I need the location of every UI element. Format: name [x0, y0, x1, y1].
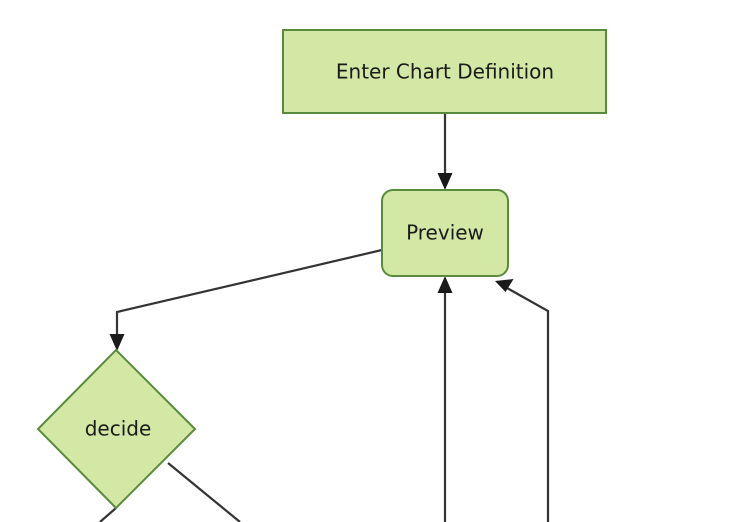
- node-preview[interactable]: Preview: [381, 189, 509, 277]
- edge-bottom-center-to-preview: [437, 276, 453, 522]
- enter-chart-definition-shape[interactable]: [282, 29, 607, 114]
- edge-enter-to-preview: [437, 113, 453, 190]
- node-enter-chart-definition[interactable]: Enter Chart Definition: [282, 29, 607, 114]
- enter-chart-definition-label: Enter Chart Definition: [336, 60, 554, 84]
- decide-shape[interactable]: [36, 348, 197, 510]
- decide-label: decide: [85, 417, 152, 441]
- edge-bottom-right-to-preview: [495, 279, 550, 522]
- edge-decide-right-out: [167, 462, 241, 522]
- node-decide[interactable]: decide: [36, 348, 197, 510]
- preview-shape[interactable]: [381, 189, 509, 277]
- edge-decide-bottom-out: [99, 507, 117, 522]
- edge-preview-to-decide: [109, 248, 383, 351]
- preview-label: Preview: [406, 221, 484, 245]
